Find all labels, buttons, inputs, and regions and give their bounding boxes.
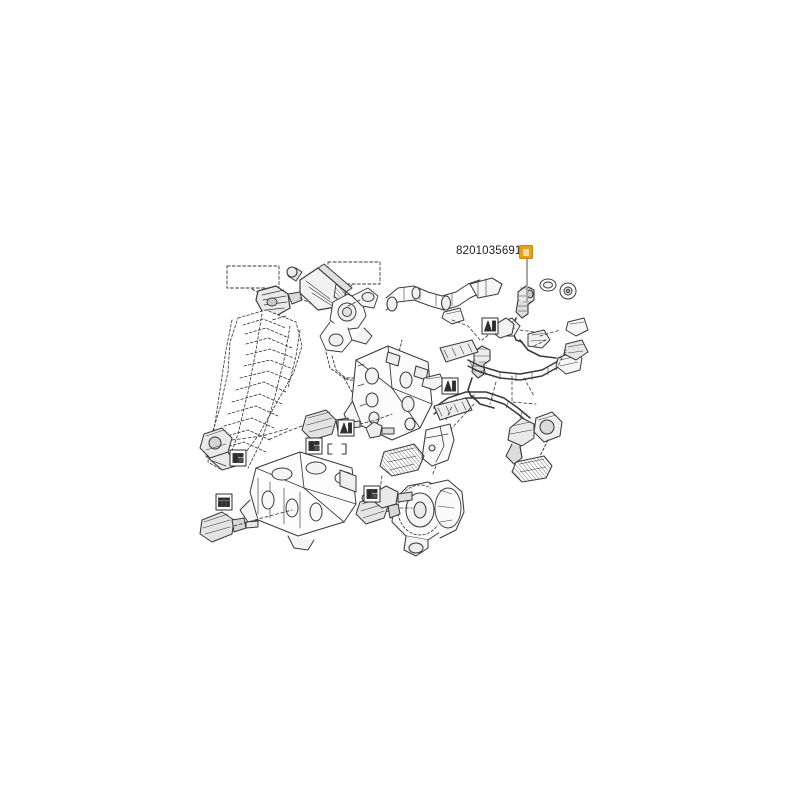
sensor-mount-plate — [511, 455, 553, 483]
tool-symbol-3 — [363, 485, 381, 503]
empty-callout-box-left — [226, 265, 280, 289]
sensor-retaining-clip-5 — [421, 373, 445, 391]
engine-cylinder-block — [343, 345, 433, 441]
harness-connector-left-lower — [433, 397, 473, 421]
bolt-fastener — [365, 421, 395, 439]
callout-leader-line — [526, 258, 528, 302]
tool-symbol-2 — [305, 437, 323, 455]
engine-cylinder-block-lower — [239, 451, 357, 551]
mounting-bracket — [421, 423, 455, 467]
oil-pressure-switch — [286, 263, 359, 311]
sensor-grommet — [559, 282, 577, 300]
knock-sensor — [199, 427, 233, 459]
crankshaft-position-sensor — [199, 511, 259, 543]
rail-pressure-sensor — [533, 411, 563, 443]
tool-symbol-1 — [229, 449, 247, 467]
fuel-pressure-sensor — [505, 417, 535, 465]
tool-symbol-4 — [215, 493, 233, 511]
tool-symbol-6 — [441, 377, 459, 395]
sensor-retaining-clip-3 — [565, 317, 589, 337]
part-number-label: 8201035691 — [456, 245, 522, 257]
bracket-marks — [327, 443, 347, 455]
marker-glyph — [523, 248, 529, 256]
highlighted-part-marker[interactable] — [519, 245, 533, 259]
harness-connector-left-upper — [439, 339, 479, 363]
harness-routing-guides — [439, 319, 567, 449]
sensor-retaining-clip-4 — [563, 339, 589, 361]
sensor-seal-ring — [539, 278, 557, 292]
tool-symbol-5 — [481, 317, 499, 335]
bracket-plate — [379, 443, 425, 477]
sensor-retaining-clip-2 — [527, 329, 551, 349]
egr-valve-assembly — [319, 287, 379, 353]
tool-symbol-7 — [337, 419, 355, 437]
exhaust-elbow-pipe — [385, 277, 503, 312]
